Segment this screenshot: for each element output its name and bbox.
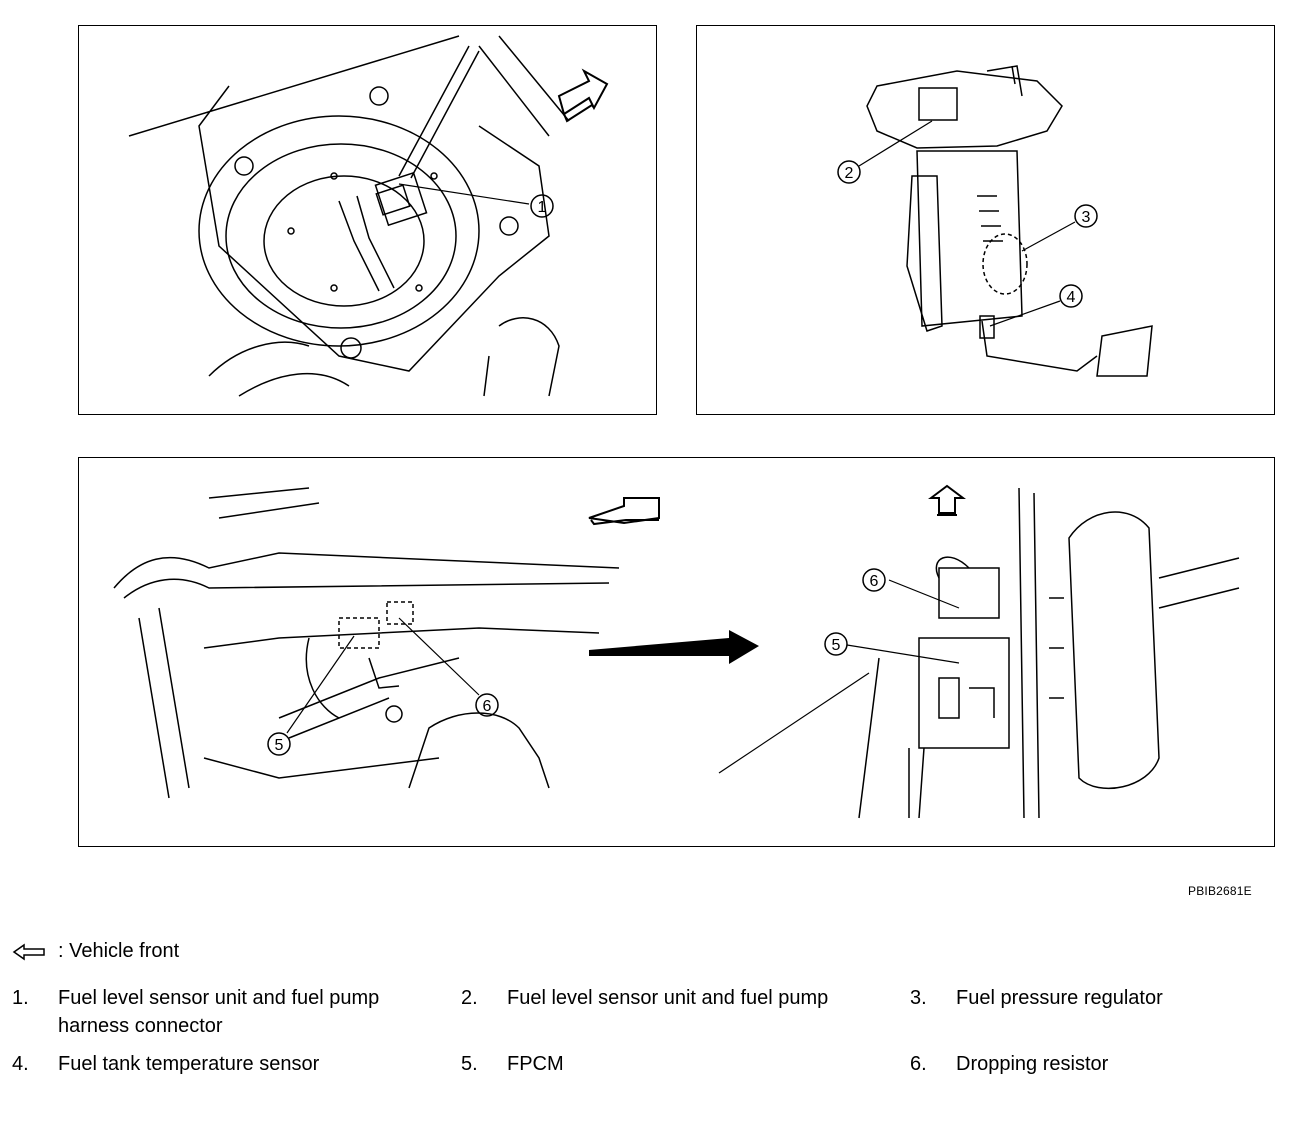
service-hole-view: 1	[78, 25, 657, 415]
leader-6b	[888, 579, 960, 609]
figure-code: PBIB2681E	[1188, 884, 1252, 898]
vent-tube	[478, 35, 570, 137]
callout-6b: 6	[870, 573, 879, 590]
float	[1096, 325, 1153, 377]
pump-flange	[866, 70, 1063, 149]
view-arrow	[589, 630, 759, 664]
leader-2	[858, 120, 933, 167]
pump-body	[916, 150, 1023, 327]
leader-4	[989, 300, 1061, 327]
fuel-hose	[338, 195, 395, 292]
middle-ring	[225, 143, 457, 329]
temp-sensor	[979, 315, 995, 339]
leader-3	[1021, 221, 1076, 252]
front-arrow-up	[928, 484, 966, 514]
flange-connector	[918, 87, 958, 121]
callout-6a: 6	[483, 698, 492, 715]
hollow-arrow-left-icon	[12, 943, 45, 960]
leader-5b	[846, 644, 960, 664]
leader-1	[398, 183, 530, 205]
callout-1: 1	[538, 199, 547, 216]
callout-5b: 5	[832, 637, 841, 654]
fpcm-body	[918, 637, 1010, 749]
front-arrow	[557, 68, 609, 116]
resistor-body	[938, 567, 1000, 619]
hose-bundle	[1068, 511, 1160, 790]
fuel-pump-assembly-view: 2 3 4	[696, 25, 1275, 415]
leader-6	[398, 617, 480, 696]
front-arrow-left	[588, 497, 660, 525]
legend-text: : Vehicle front	[58, 940, 180, 962]
legend: : Vehicle front	[12, 940, 179, 963]
callout-2: 2	[845, 165, 854, 182]
body-panel	[858, 487, 1040, 819]
sender-arm	[981, 320, 1098, 372]
callout-1-marker	[530, 194, 554, 218]
harness-wire	[398, 45, 480, 179]
regulator-circle	[982, 233, 1028, 295]
fpcm-location-view: 5 6 6 5	[78, 457, 1275, 847]
resistor-marker	[386, 601, 414, 625]
harness-connector	[374, 171, 428, 227]
callout-3: 3	[1082, 209, 1091, 226]
floor-outline	[128, 35, 550, 372]
trunk-frame	[113, 552, 620, 599]
callout-5a: 5	[275, 737, 284, 754]
outer-ring	[198, 115, 480, 347]
leader-5	[286, 635, 355, 734]
inner-ring	[263, 175, 425, 307]
callout-4: 4	[1067, 289, 1076, 306]
